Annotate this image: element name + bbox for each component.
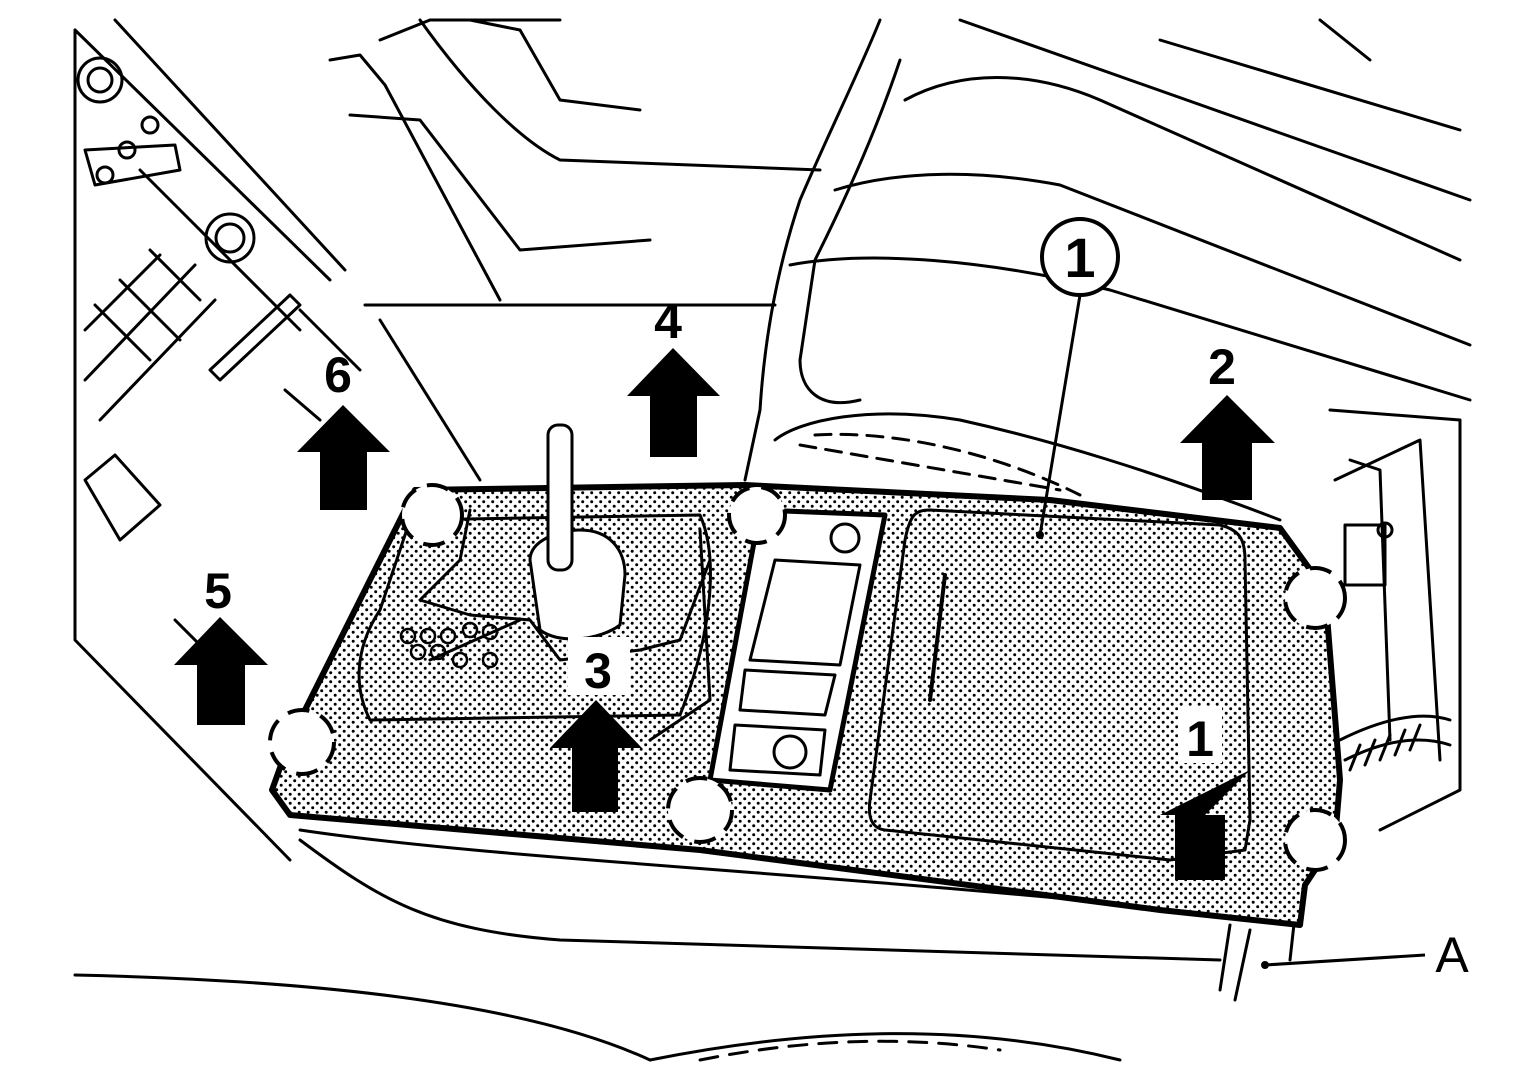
console-trim-panel	[268, 423, 1347, 928]
arrow-up-icon	[1160, 770, 1250, 880]
clip	[400, 483, 464, 547]
reference-letter: A	[1435, 927, 1469, 983]
arrow-label-6: 6	[324, 347, 352, 403]
part-callout-number: 1	[1064, 226, 1095, 289]
labels: 1 2 3 4 5 6 1 A	[204, 217, 1469, 983]
switch-bank	[707, 507, 888, 793]
radio-stack	[73, 18, 362, 862]
retaining-clips	[268, 483, 1347, 872]
arrow-label-4: 4	[654, 293, 682, 349]
arrow-up-icon	[627, 348, 720, 457]
arrow-up-icon	[550, 700, 642, 812]
upper-console	[328, 18, 822, 482]
reference-A: A	[1261, 927, 1469, 983]
removal-arrows	[174, 348, 1275, 880]
arrow-up-icon	[297, 405, 390, 510]
seat-rail	[1328, 408, 1462, 832]
arrow-up-icon	[174, 617, 268, 725]
part-callout: 1	[1036, 217, 1120, 539]
clip	[666, 776, 734, 844]
clip	[268, 708, 336, 776]
storage-lid	[867, 508, 1252, 862]
clip	[1283, 566, 1347, 630]
arrow-label-1: 1	[1186, 711, 1214, 767]
arrow-label-5: 5	[204, 563, 232, 619]
arrow-label-2: 2	[1208, 339, 1236, 395]
gear-pattern	[399, 621, 499, 669]
arrow-up-icon	[1180, 395, 1275, 500]
shift-knob	[528, 423, 627, 641]
arrow-label-3: 3	[584, 643, 612, 699]
clip	[727, 485, 787, 545]
clip	[1283, 808, 1347, 872]
